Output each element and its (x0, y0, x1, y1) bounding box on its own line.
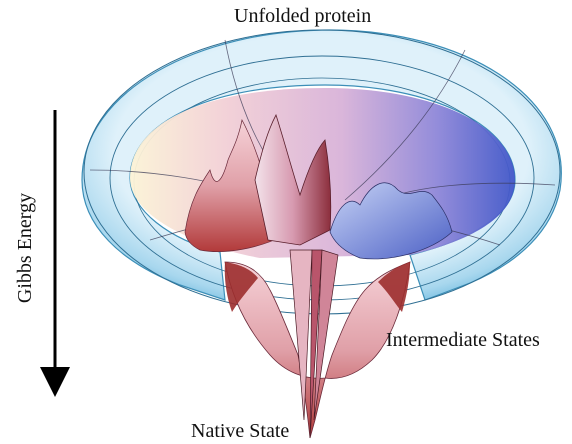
unfolded-protein-label: Unfolded protein (234, 6, 371, 26)
gibbs-energy-label: Gibbs Energy (15, 193, 35, 303)
native-state-label: Native State (191, 421, 289, 441)
intermediate-states-label: Intermediate States (386, 330, 540, 350)
